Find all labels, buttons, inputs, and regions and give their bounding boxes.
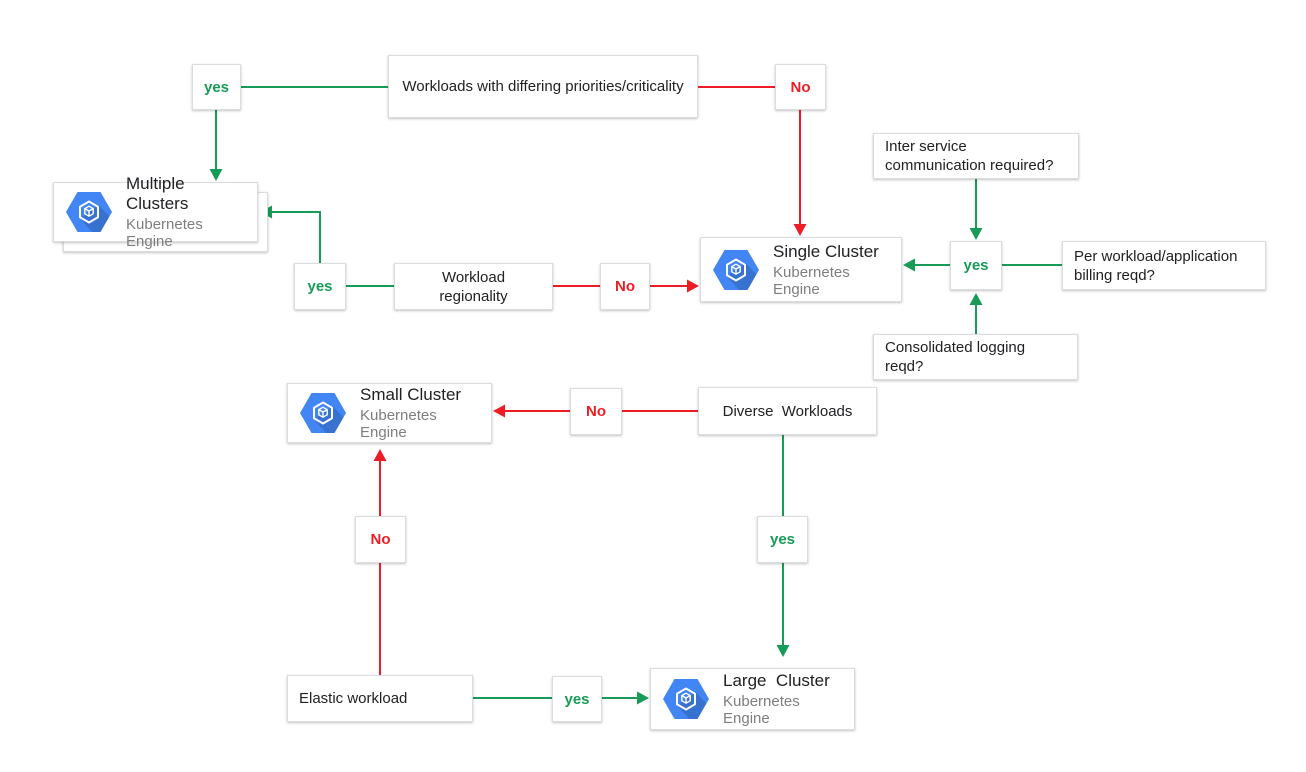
decision-text: Inter service communication required? (885, 138, 1054, 174)
decision-text: Per workload/application billing reqd? (1074, 247, 1242, 284)
no-label-text: No (615, 278, 635, 295)
decision-box-regionality: Workload regionality (394, 263, 553, 310)
card-title: Small Cluster (360, 385, 462, 404)
yes-label-text: yes (769, 531, 796, 548)
yes-label-text: yes (564, 690, 590, 708)
card-text: Large Cluster Kubernetes Engine (723, 671, 842, 727)
card-subtitle: Kubernetes Engine (723, 693, 800, 727)
yes-label-single-cluster: yes (950, 241, 1002, 290)
card-text: Small Cluster Kubernetes Engine (360, 385, 479, 441)
red-connectors (373, 86, 807, 675)
card-text: Multiple Clusters Kubernetes Engine (126, 174, 245, 250)
gke-hexagon-icon (66, 192, 112, 232)
no-label-elastic: No (355, 516, 406, 563)
decision-box-elastic-workload: Elastic workload (287, 675, 473, 722)
decision-text: Workload regionality (439, 268, 510, 305)
card-title: Single Cluster (773, 241, 879, 261)
yes-label-diverse: yes (757, 516, 808, 563)
no-label-diverse: No (570, 388, 622, 435)
card-title: Multiple Clusters (126, 174, 190, 213)
yes-label-elastic: yes (552, 676, 602, 722)
decision-box-diverse-workloads: Diverse Workloads (698, 387, 877, 435)
decision-box-billing: Per workload/application billing reqd? (1062, 241, 1266, 290)
gke-card-large-cluster: Large Cluster Kubernetes Engine (650, 668, 855, 730)
decision-text: Consolidated logging reqd? (885, 339, 1030, 375)
decision-text: Elastic workload (299, 690, 408, 707)
gke-card-single-cluster: Single Cluster Kubernetes Engine (700, 237, 902, 302)
yes-label-text: yes (307, 278, 333, 295)
decision-text: Workloads with differing priorities/crit… (402, 78, 684, 95)
no-label-regionality: No (600, 263, 650, 310)
no-label-priorities: No (775, 64, 826, 110)
decision-box-inter-service: Inter service communication required? (873, 133, 1079, 179)
decision-text: Diverse Workloads (722, 402, 853, 420)
card-title: Large Cluster (723, 671, 830, 690)
gke-hexagon-icon (713, 250, 759, 290)
card-subtitle: Kubernetes Engine (126, 216, 203, 250)
no-label-text: No (790, 78, 811, 96)
card-subtitle: Kubernetes Engine (360, 407, 437, 441)
gke-hexagon-icon (663, 679, 709, 719)
gke-card-small-cluster: Small Cluster Kubernetes Engine (287, 383, 492, 443)
yes-label-text: yes (203, 78, 230, 96)
yes-label-text: yes (963, 257, 989, 274)
gke-card-multiple-clusters: Multiple Clusters Kubernetes Engine (53, 174, 258, 250)
yes-label-priorities: yes (192, 64, 241, 110)
decision-box-priorities: Workloads with differing priorities/crit… (388, 55, 698, 118)
no-label-text: No (586, 403, 606, 420)
gke-hexagon-icon (300, 393, 346, 433)
no-label-text: No (370, 531, 391, 548)
card-subtitle: Kubernetes Engine (773, 263, 850, 298)
yes-label-regionality: yes (294, 263, 346, 310)
card-text: Single Cluster Kubernetes Engine (773, 242, 889, 298)
decision-box-logging: Consolidated logging reqd? (873, 334, 1078, 380)
